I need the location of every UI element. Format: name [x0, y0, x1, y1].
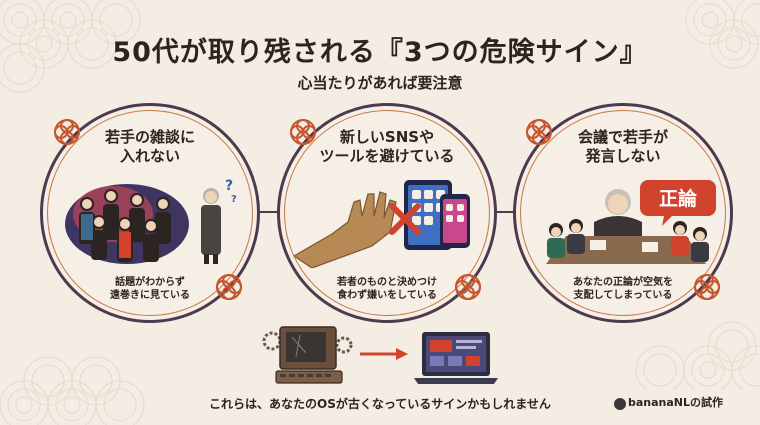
wave-pattern-top-left: [0, 0, 141, 93]
wave-pattern-top-right: [685, 0, 760, 69]
wooden-hand-phones-illustration: [292, 180, 470, 268]
page-title: 50代が取り残される『3つの危険サイン』: [112, 37, 648, 68]
page-subtitle: 心当たりがあれば要注意: [297, 74, 463, 92]
knot-icon-1-bottom: [216, 274, 242, 300]
knot-icon-2-bottom: [455, 274, 481, 300]
sign-3-title-line2: 発言しない: [585, 147, 661, 165]
sign-1-title-line2: 入れない: [119, 147, 180, 165]
sign-circle-3: 会議で若手が 発言しない 正論 あなたの正論が空気を 支配してしまっている: [513, 103, 733, 323]
svg-text:?: ?: [231, 194, 237, 205]
knot-icon-2-top: [290, 119, 316, 145]
svg-text:?: ?: [225, 178, 233, 194]
connector-line-1: [258, 211, 280, 213]
seiron-badge: 正論: [658, 188, 697, 210]
new-laptop-illustration: [414, 332, 498, 384]
knot-icon-3-bottom: [694, 274, 720, 300]
sign-2-title-line2: ツールを避けている: [319, 147, 455, 165]
group-chatting-illustration: ? ?: [65, 178, 237, 264]
sign-circle-2: 新しいSNSや ツールを避けている 若者のものと決めつけ 食わず嫌いをしている: [277, 103, 497, 323]
meeting-illustration: [546, 180, 716, 264]
wave-pattern-bottom-left: [0, 356, 145, 425]
brand-label: bananaNLの試作: [628, 396, 724, 409]
old-computer-illustration: [262, 326, 353, 384]
connector-line-2: [495, 211, 517, 213]
knot-icon-3-top: [526, 119, 552, 145]
knot-icon-1-top: [54, 119, 80, 145]
brand-icon: [614, 398, 626, 410]
footer-message: これらは、あなたのOSが古くなっているサインかもしれません: [209, 397, 551, 411]
wave-pattern-bottom-right: [635, 321, 760, 390]
arrow-right-icon: [360, 348, 408, 360]
